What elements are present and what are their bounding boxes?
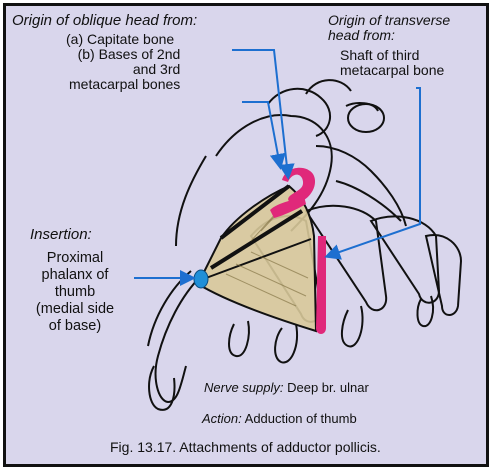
oblique-head-heading: Origin of oblique head from:	[12, 13, 197, 28]
insertion-proximal-phalanx-mark	[194, 270, 208, 288]
arrow-metacarpal-bases	[242, 102, 280, 166]
oblique-origin-item-b: (b) Bases of 2nd and 3rd metacarpal bone…	[69, 47, 180, 92]
arrow-capitate	[232, 50, 288, 176]
transverse-origin-third-metacarpal-mark	[316, 236, 326, 334]
action-value: Adduction of thumb	[245, 411, 357, 426]
oblique-origin-item-a: (a) Capitate bone	[66, 32, 174, 47]
figure-caption: Fig. 13.17. Attachments of adductor poll…	[110, 440, 381, 455]
transverse-origin-value: Shaft of third metacarpal bone	[340, 48, 444, 78]
nerve-supply-value: Deep br. ulnar	[287, 380, 369, 395]
arrow-third-metacarpal	[328, 88, 420, 256]
insertion-value: Proximal phalanx of thumb (medial side o…	[22, 250, 128, 335]
action-line: Action: Adduction of thumb	[202, 411, 357, 426]
action-label: Action:	[202, 411, 242, 426]
nerve-supply-label: Nerve supply:	[204, 380, 283, 395]
figure-frame: Origin of oblique head from: (a) Capitat…	[3, 3, 489, 467]
nerve-supply-line: Nerve supply: Deep br. ulnar	[204, 380, 369, 395]
insertion-heading: Insertion:	[30, 227, 92, 242]
transverse-head-heading: Origin of transverse head from:	[328, 13, 450, 43]
